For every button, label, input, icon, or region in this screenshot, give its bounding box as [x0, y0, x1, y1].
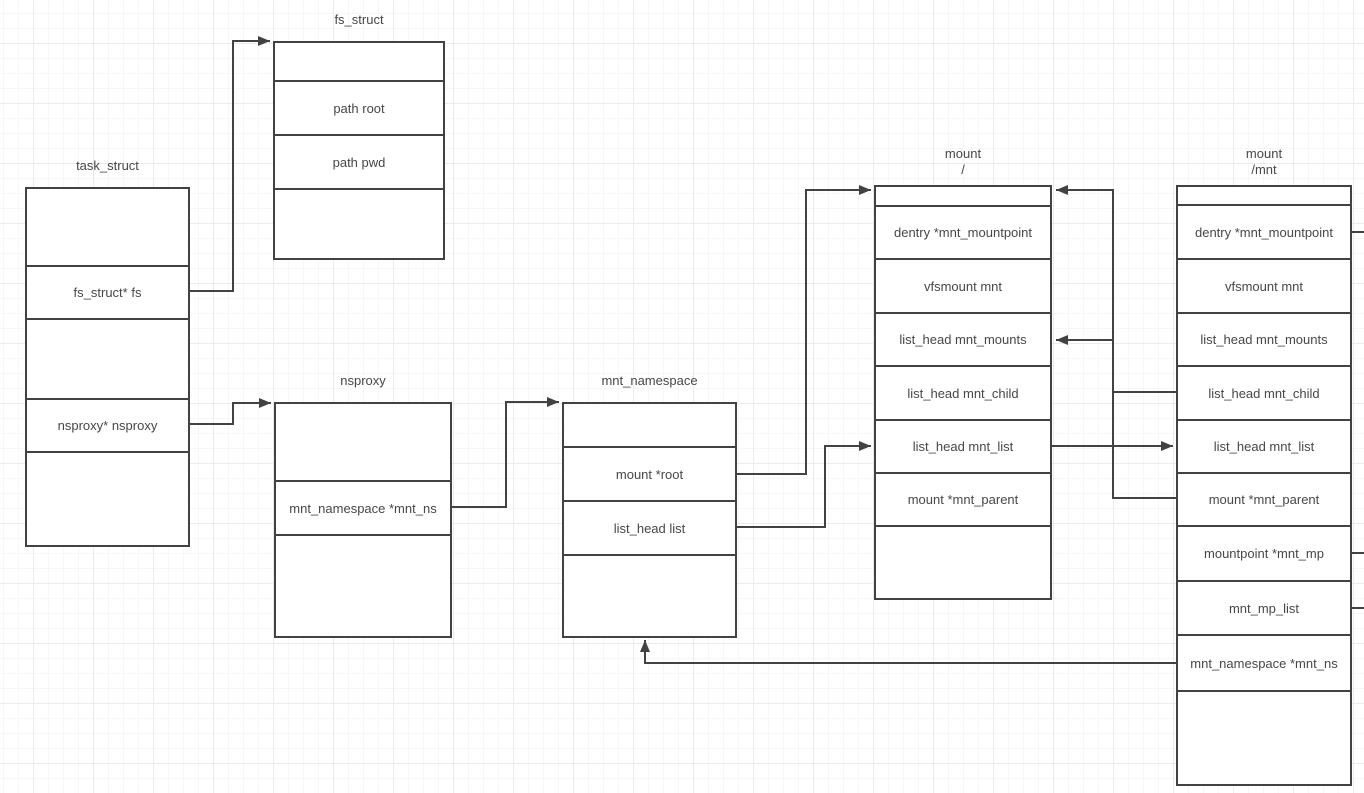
field-task-struct-empty-2 — [27, 318, 188, 398]
field-mount-root-dentry-mnt-mountpoint: dentry *mnt_mountpoint — [876, 205, 1050, 258]
field-fs-struct-empty-3 — [275, 188, 443, 258]
edge-task-fs-to-fs-struct — [190, 36, 270, 292]
field-mount-root-list-head-mnt-child: list_head mnt_child — [876, 365, 1050, 419]
field-mount-root-empty-0 — [876, 187, 1050, 205]
edge-mount-mnt-child-to-mount-root-mnt-mounts — [1056, 335, 1176, 393]
field-mnt-namespace-empty-0 — [564, 404, 735, 446]
field-mount-mnt-empty-0 — [1178, 187, 1350, 204]
field-mnt-namespace-list-head-list: list_head list — [564, 500, 735, 554]
edge-mntns-root-to-mount-root — [737, 185, 871, 475]
field-mount-mnt-vfsmount-mnt: vfsmount mnt — [1178, 258, 1350, 312]
field-mount-root-mount-mnt-parent: mount *mnt_parent — [876, 472, 1050, 525]
struct-nsproxy-box: mnt_namespace *mnt_ns — [274, 402, 452, 638]
struct-task-struct-title: task_struct — [76, 158, 139, 173]
struct-mount-root-title: mount / — [944, 146, 982, 177]
edge-task-nsproxy-to-nsproxy — [190, 398, 271, 425]
field-nsproxy-mnt-namespace-mnt-ns: mnt_namespace *mnt_ns — [276, 480, 450, 534]
field-fs-struct-empty-0 — [275, 43, 443, 80]
field-mount-mnt-list-head-mnt-list: list_head mnt_list — [1178, 419, 1350, 472]
edge-mntns-list-to-mount-root-mnt-list — [737, 441, 871, 528]
edge-mount-mnt-parent-to-mount-root — [1056, 185, 1176, 499]
struct-nsproxy-title: nsproxy — [340, 373, 386, 388]
field-fs-struct-path-pwd: path pwd — [275, 134, 443, 188]
struct-mount-mnt-title: mount /mnt — [1245, 146, 1283, 177]
field-fs-struct-path-root: path root — [275, 80, 443, 134]
field-mount-mnt-mnt-mp-list: mnt_mp_list — [1178, 580, 1350, 634]
field-mount-root-list-head-mnt-list: list_head mnt_list — [876, 419, 1050, 472]
field-task-struct-fs-struct-fs: fs_struct* fs — [27, 265, 188, 318]
field-mount-mnt-list-head-mnt-child: list_head mnt_child — [1178, 365, 1350, 419]
field-mnt-namespace-mount-root: mount *root — [564, 446, 735, 500]
field-mount-mnt-mountpoint-mnt-mp: mountpoint *mnt_mp — [1178, 525, 1350, 580]
field-mount-mnt-mount-mnt-parent: mount *mnt_parent — [1178, 472, 1350, 525]
field-nsproxy-empty-2 — [276, 534, 450, 636]
field-mount-mnt-empty-10 — [1178, 690, 1350, 784]
field-mount-mnt-mnt-namespace-mnt-ns: mnt_namespace *mnt_ns — [1178, 634, 1350, 690]
field-mount-root-vfsmount-mnt: vfsmount mnt — [876, 258, 1050, 312]
field-nsproxy-empty-0 — [276, 404, 450, 480]
field-task-struct-nsproxy-nsproxy: nsproxy* nsproxy — [27, 398, 188, 451]
struct-task-struct-box: fs_struct* fs nsproxy* nsproxy — [25, 187, 190, 547]
edge-mount-mnt-mntns-to-mnt-namespace — [640, 640, 1176, 664]
field-task-struct-empty-4 — [27, 451, 188, 545]
field-task-struct-empty-0 — [27, 189, 188, 265]
struct-fs-struct-title: fs_struct — [334, 12, 384, 27]
field-mnt-namespace-empty-3 — [564, 554, 735, 636]
field-mount-root-empty-7 — [876, 525, 1050, 598]
struct-mnt-namespace-title: mnt_namespace — [601, 373, 698, 388]
edge-nsproxy-mntns-to-mnt-namespace — [452, 397, 559, 508]
field-mount-mnt-list-head-mnt-mounts: list_head mnt_mounts — [1178, 312, 1350, 365]
field-mount-mnt-dentry-mnt-mountpoint: dentry *mnt_mountpoint — [1178, 204, 1350, 258]
field-mount-root-list-head-mnt-mounts: list_head mnt_mounts — [876, 312, 1050, 365]
